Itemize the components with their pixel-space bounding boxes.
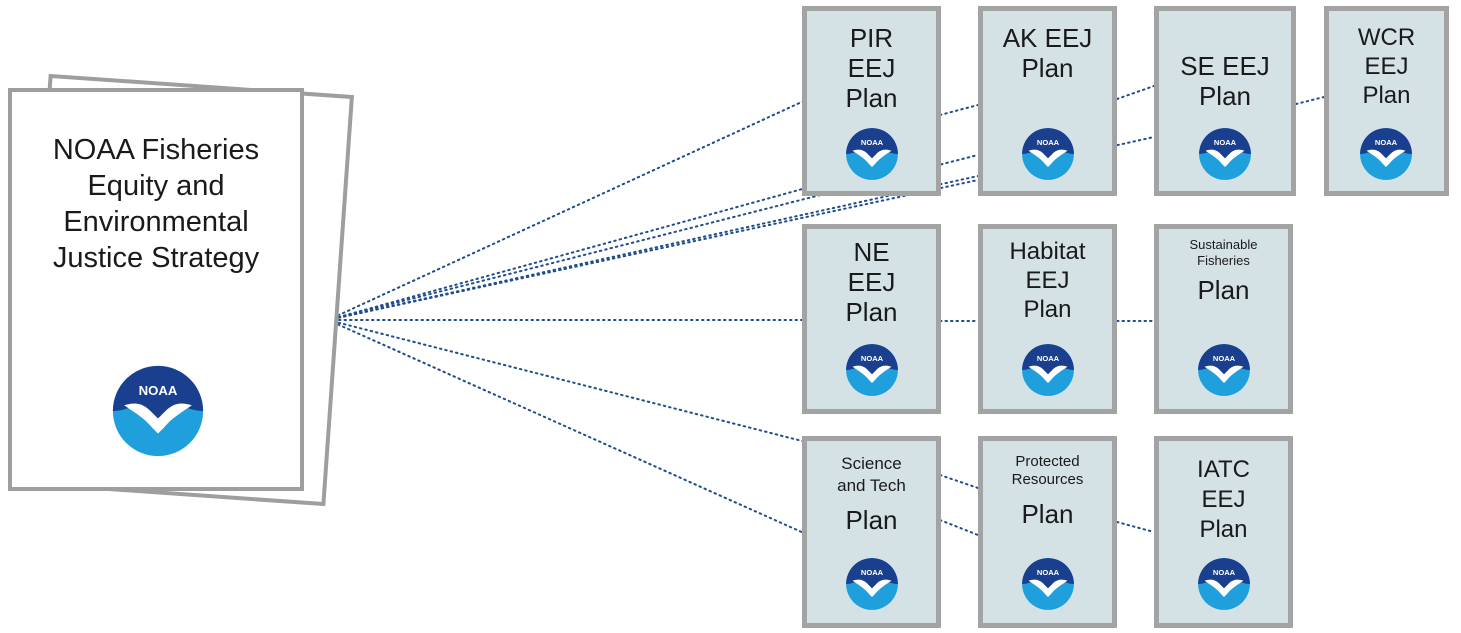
noaa-logo-icon: NOAA [1198, 558, 1250, 610]
connector-pir-ak [939, 104, 979, 116]
svg-text:NOAA: NOAA [1037, 138, 1060, 147]
noaa-logo-icon: NOAA [1022, 128, 1074, 180]
connector-strategy-science-2 [327, 319, 807, 535]
plan-box-wcr: WCR EEJ Plan NOAA [1324, 6, 1449, 196]
plan-sublabel-protected: Protected Resources [1011, 453, 1084, 488]
plan-box-habitat: Habitat EEJ Plan NOAA [978, 224, 1117, 414]
plan-sublabel-science: Science and Tech [837, 454, 906, 495]
svg-text:NOAA: NOAA [1375, 138, 1398, 147]
svg-text:NOAA: NOAA [1037, 354, 1060, 363]
plan-label-protected: Plan [1021, 499, 1074, 529]
plan-label-sustainable: Plan [1197, 275, 1250, 305]
connector-science-protected-2 [939, 519, 979, 536]
connector-strategy-pir [327, 99, 807, 321]
svg-text:NOAA: NOAA [861, 354, 884, 363]
connector-ak-se [1116, 85, 1155, 100]
strategy-title: NOAA Fisheries Equity and Environmental … [52, 134, 260, 274]
noaa-logo-icon: NOAA [1198, 344, 1250, 396]
svg-text:NOAA: NOAA [1037, 568, 1060, 577]
noaa-logo-icon: NOAA [1199, 128, 1251, 180]
noaa-logo-icon: NOAA [846, 344, 898, 396]
connector-science-protected [939, 474, 979, 489]
noaa-logo-icon: NOAA [846, 128, 898, 180]
noaa-logo-icon: NOAA [112, 365, 204, 457]
noaa-logo-icon: NOAA [846, 558, 898, 610]
plan-label-se: SE EEJ Plan [1180, 51, 1270, 111]
svg-text:NOAA: NOAA [1213, 568, 1236, 577]
plan-box-protected: Protected Resources Plan NOAA [978, 436, 1117, 628]
plan-box-pir: PIR EEJ Plan NOAA [802, 6, 941, 196]
plan-box-ne: NE EEJ Plan NOAA [802, 224, 941, 414]
plan-box-ak: AK EEJ Plan NOAA [978, 6, 1117, 196]
connector-strategy-ak-2 [327, 187, 807, 321]
svg-text:NOAA: NOAA [861, 138, 884, 147]
plan-box-science: Science and Tech Plan NOAA [802, 436, 941, 628]
plan-label-science: Plan [845, 505, 898, 535]
plan-label-habitat: Habitat EEJ Plan [1009, 238, 1086, 323]
svg-text:NOAA: NOAA [1213, 354, 1236, 363]
svg-text:NOAA: NOAA [1214, 138, 1237, 147]
plan-label-ne: NE EEJ Plan [845, 237, 898, 327]
plan-box-sustainable: Sustainable Fisheries Plan NOAA [1154, 224, 1293, 414]
connector-se-wcr [1295, 96, 1325, 105]
connector-protected-iatc [1116, 521, 1155, 533]
strategy-document: NOAA Fisheries Equity and Environmental … [8, 88, 304, 491]
plan-label-ak: AK EEJ Plan [1002, 23, 1093, 83]
plan-box-se: SE EEJ Plan NOAA [1154, 6, 1296, 196]
plan-label-iatc: IATC EEJ Plan [1197, 456, 1250, 543]
plan-label-pir: PIR EEJ Plan [845, 23, 898, 113]
plan-sublabel-sustainable: Sustainable Fisheries [1189, 237, 1258, 268]
svg-text:NOAA: NOAA [139, 383, 178, 398]
connector-strategy-science [327, 319, 807, 443]
plan-label-wcr: WCR EEJ Plan [1357, 24, 1416, 109]
noaa-logo-icon: NOAA [1360, 128, 1412, 180]
plan-box-iatc: IATC EEJ Plan NOAA [1154, 436, 1293, 628]
noaa-logo-icon: NOAA [1022, 558, 1074, 610]
svg-text:NOAA: NOAA [861, 568, 884, 577]
noaa-logo-icon: NOAA [1022, 344, 1074, 396]
